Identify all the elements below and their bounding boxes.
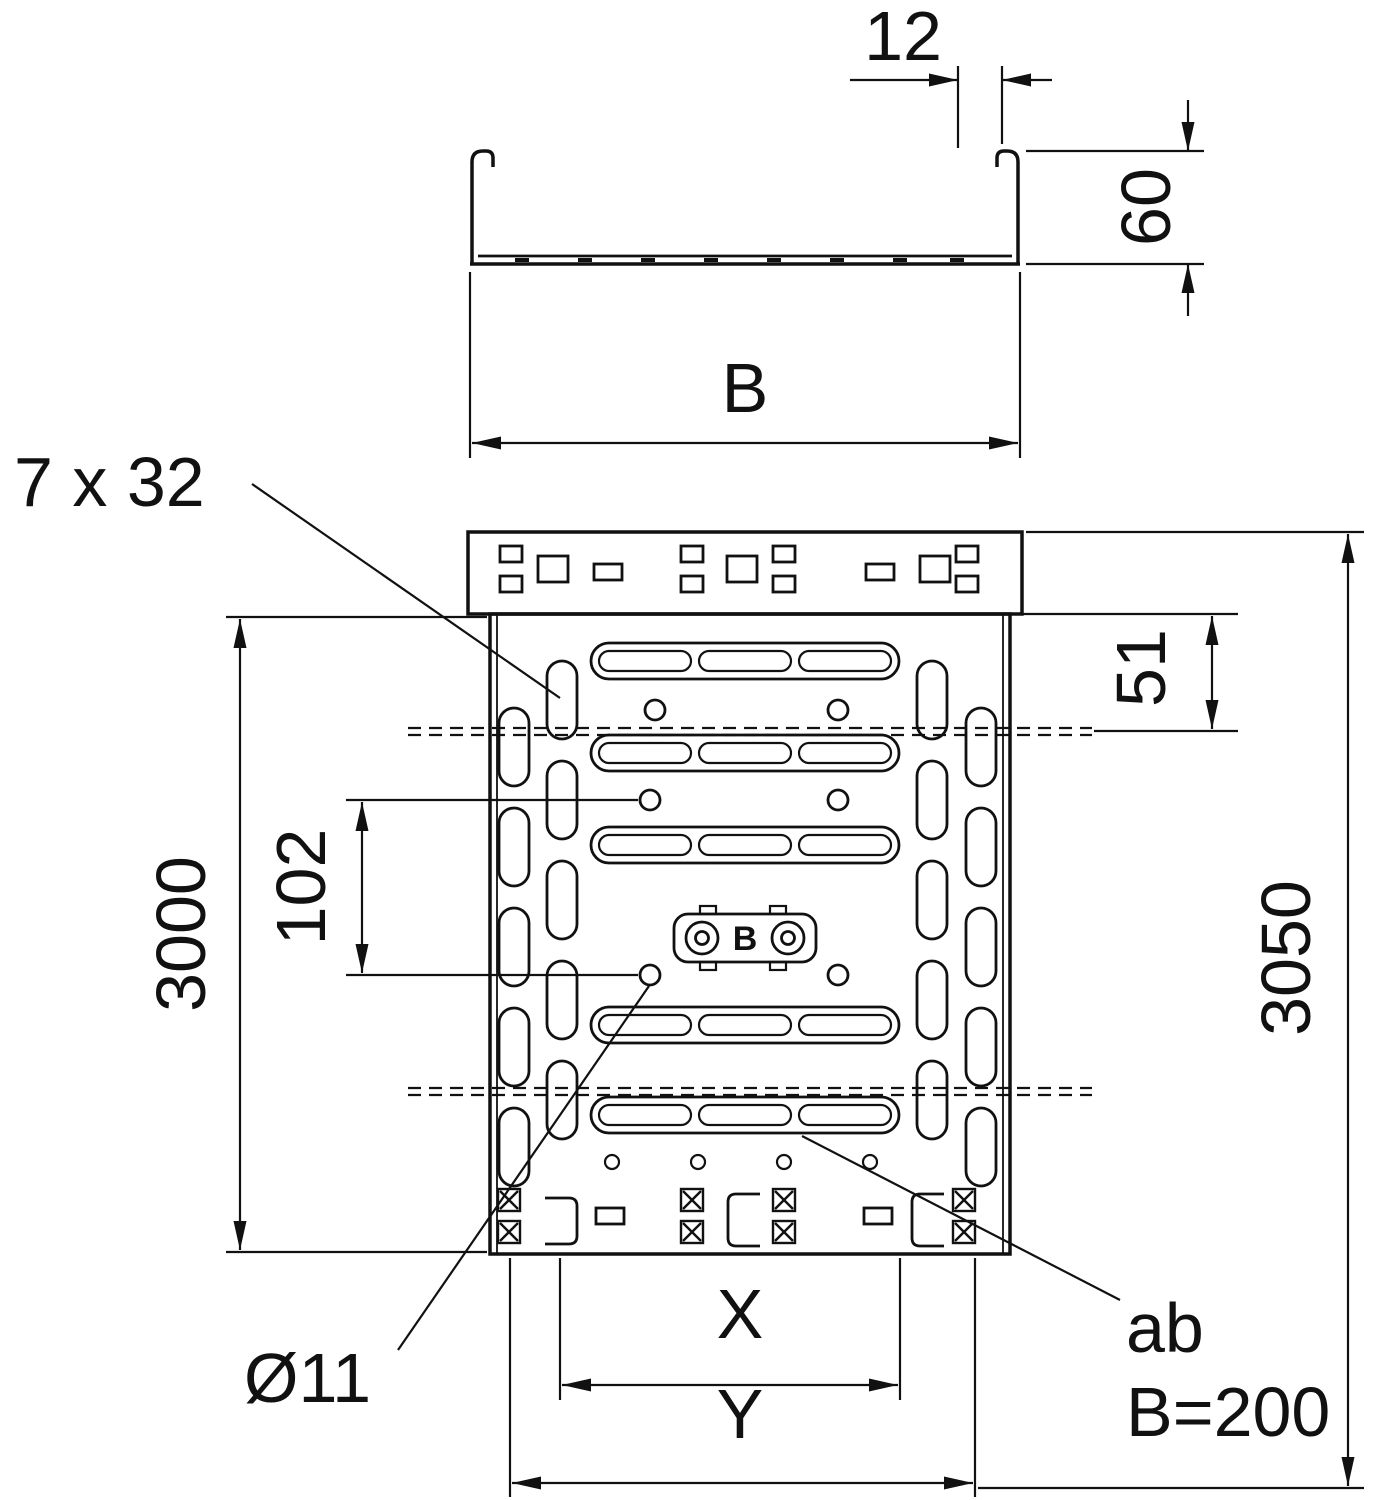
tray-body-outline	[488, 612, 1012, 1256]
hole-diameter-label: Ø11	[244, 1339, 371, 1417]
side-height-value: 60	[1107, 168, 1185, 246]
plan-holes	[603, 698, 879, 1171]
obo-logo: B	[672, 904, 818, 972]
y-label: Y	[717, 1375, 764, 1453]
obo-logo-letter: B	[733, 920, 758, 958]
plan-body	[488, 612, 1012, 1256]
dim-end-offset-51: 51	[1018, 612, 1238, 733]
dim-rim-width: 12	[850, 0, 1052, 148]
callout-note-ab-b200: ab B=200	[801, 1135, 1330, 1451]
cross-section-outline	[470, 149, 1020, 266]
plan-bottom-rail-couplers	[496, 1187, 977, 1248]
bottom-perforation-marks	[515, 258, 964, 262]
dim-overall-3050: 3050	[978, 530, 1364, 1490]
hole-pitch-value: 102	[262, 829, 340, 946]
dim-side-height: 60	[1026, 100, 1204, 316]
slot-size-label: 7 x 32	[14, 443, 205, 521]
dim-length-3000: 3000	[142, 615, 487, 1254]
x-label: X	[717, 1275, 764, 1353]
plan-side-slots-right	[915, 659, 998, 1188]
plan-center-slots	[589, 641, 901, 1135]
note-value-label: B=200	[1126, 1373, 1330, 1451]
end-offset-value: 51	[1102, 629, 1180, 707]
rim-width-value: 12	[864, 0, 942, 75]
callout-hole-diameter: Ø11	[244, 985, 650, 1417]
obo-logo-frame	[672, 912, 818, 964]
dim-hole-pitch-102: 102	[262, 798, 638, 977]
dim-width-b: B	[468, 272, 1022, 458]
length-value: 3000	[142, 856, 220, 1012]
plan-top-rail	[466, 530, 1024, 616]
overall-length-value: 3050	[1247, 880, 1325, 1036]
dim-y: Y	[508, 1258, 977, 1497]
dim-x: X	[558, 1258, 902, 1400]
callout-slot-size: 7 x 32	[14, 443, 561, 699]
width-b-label: B	[722, 349, 769, 427]
note-prefix-label: ab	[1126, 1289, 1204, 1367]
plan-joint-dashed-lines	[408, 726, 1092, 1097]
